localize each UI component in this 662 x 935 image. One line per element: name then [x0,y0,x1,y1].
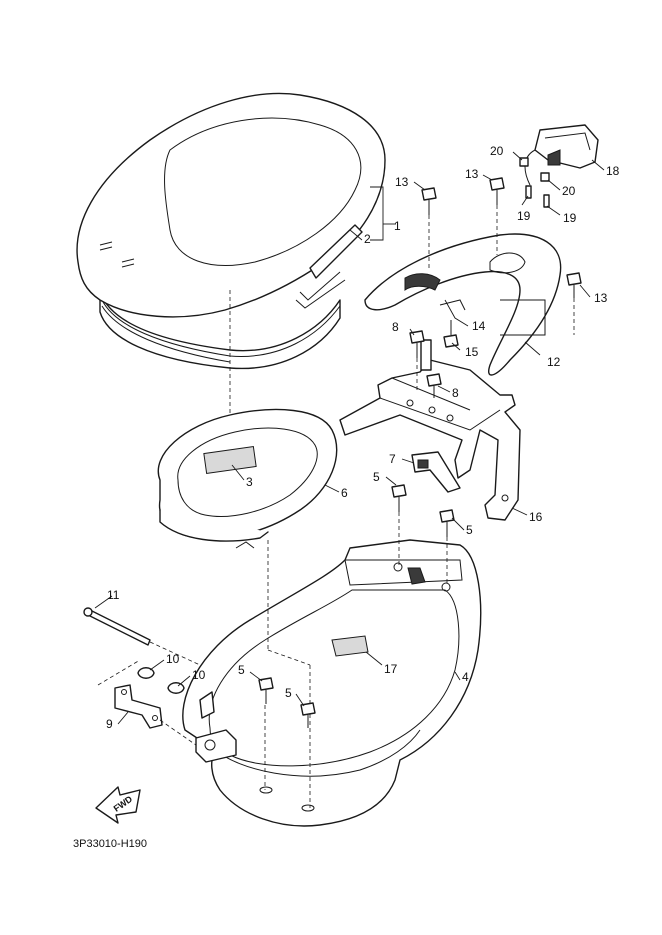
callout-5b: 5 [466,523,473,537]
bolt-13a [421,187,437,270]
callout-13a: 13 [395,175,409,189]
callout-14: 14 [472,319,486,333]
bolt-8b [426,373,442,398]
callout-17: 17 [384,662,398,676]
callout-13c: 13 [594,291,608,305]
helmet-mat [157,408,338,549]
bolts [258,177,582,728]
callout-19a: 19 [517,209,531,223]
callout-16: 16 [529,510,543,524]
bolt-15 [443,320,459,348]
callout-6: 6 [341,486,348,500]
callout-5a: 5 [373,470,380,484]
callout-11: 11 [107,588,120,602]
bolt-5a [391,484,407,565]
callout-15: 15 [465,345,479,359]
callout-numbers: 1 2 3 4 5 5 5 5 6 7 8 8 9 10 10 11 12 13… [106,144,620,731]
callout-10b: 10 [192,668,206,682]
callout-20a: 20 [490,144,504,158]
callout-8a: 8 [392,320,399,334]
bolt-5d [300,702,316,728]
tail-light [519,124,599,208]
storage-box [182,539,482,827]
bolt-5c [258,677,274,704]
callout-20b: 20 [562,184,576,198]
callout-18: 18 [606,164,620,178]
leader-lines [94,151,605,725]
hinge-shaft [83,607,201,746]
callout-3: 3 [246,475,253,489]
callout-9: 9 [106,717,113,731]
bolt-13c [566,272,582,335]
callout-5d: 5 [285,686,292,700]
callout-5c: 5 [238,663,245,677]
callout-19b: 19 [563,211,577,225]
callout-2: 2 [364,232,371,246]
callout-13b: 13 [465,167,479,181]
callout-1: 1 [394,219,401,233]
callout-4: 4 [462,670,469,684]
mat-label-plate [203,446,257,474]
seat [76,92,396,370]
forward-direction-arrow: FWD [95,786,141,824]
callout-7: 7 [389,452,396,466]
grab-bar [364,233,562,376]
seat-lock-bracket [339,339,521,521]
diagram-code: 3P33010-H190 [73,838,147,850]
bolt-13b [489,177,505,255]
callout-8b: 8 [452,386,459,400]
callout-12: 12 [547,355,561,369]
callout-10a: 10 [166,652,180,666]
